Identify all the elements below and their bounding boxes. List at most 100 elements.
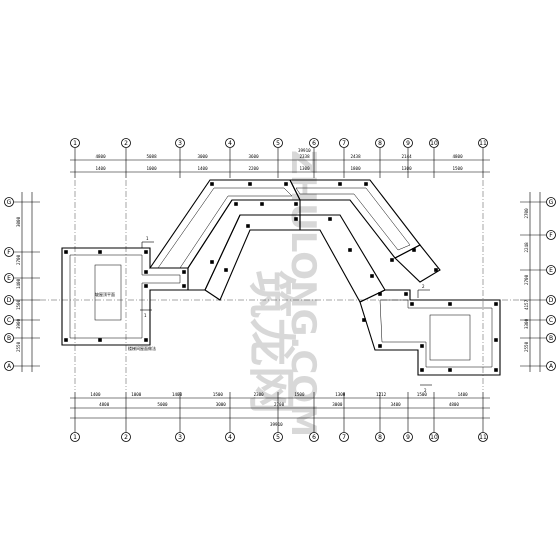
right-axis-bubble-F: F	[546, 230, 556, 240]
column-16	[294, 217, 298, 221]
top-dim-1-3: 3600	[249, 154, 260, 159]
column-7	[144, 284, 148, 288]
top-dim-1-7: 4800	[453, 154, 464, 159]
right-axis-bubble-C-label: C	[549, 317, 553, 324]
bottom-dim-2-8: 1500	[417, 392, 428, 397]
column-19	[224, 268, 228, 272]
right-axis-bubble-E: E	[546, 265, 556, 275]
top-axis-bubble-11-label: 11	[479, 140, 487, 147]
structural-columns	[64, 182, 498, 372]
top-axis-bubble-11: 11	[478, 138, 488, 148]
plan-title: 坡屋顶平面	[95, 291, 115, 297]
top-dim-1-1: 5088	[147, 154, 158, 159]
bottom-axis-bubble-5-label: 5	[276, 434, 280, 441]
left-axis-bubble-B: B	[4, 333, 14, 343]
left-dimension-lines	[21, 192, 33, 372]
section-marker-1: 1 1	[140, 236, 154, 318]
bottom-dim-2-5: 1500	[294, 392, 305, 397]
left-axis-bubble-E: E	[4, 273, 14, 283]
top-axis-bubble-1-label: 1	[73, 140, 77, 147]
column-1	[98, 250, 102, 254]
top-dim-1-4: 2338	[300, 154, 311, 159]
axis-lines	[40, 180, 520, 390]
bottom-axis-bubble-7-label: 7	[342, 434, 346, 441]
left-grid-axes: A B C D E F G	[4, 197, 40, 371]
left-axis-bubble-A-label: A	[7, 363, 12, 370]
left-axis-bubble-G: G	[4, 197, 14, 207]
bottom-total-dim: 39910	[270, 422, 283, 427]
top-axis-bubble-10: 10	[429, 138, 439, 148]
column-21	[364, 182, 368, 186]
section-1-label-top: 1	[146, 236, 149, 241]
top-axis-bubble-6: 6	[309, 138, 319, 148]
left-axis-bubble-F-label: F	[7, 249, 11, 256]
top-dimension-lines	[70, 159, 490, 173]
top-total-dim: 39910	[298, 148, 311, 153]
watermark: 筑龙网 ZHULONG.COM	[243, 150, 323, 437]
top-axis-bubble-7: 7	[339, 138, 349, 148]
column-31	[448, 302, 452, 306]
column-12	[284, 182, 288, 186]
bottom-axis-bubble-5: 5	[273, 432, 283, 442]
column-9	[182, 284, 186, 288]
top-dim-1-2: 3000	[198, 154, 209, 159]
top-axis-bubble-3-label: 3	[178, 140, 182, 147]
column-34	[494, 368, 498, 372]
column-14	[260, 202, 264, 206]
bottom-dim-1-6: 4800	[449, 402, 460, 407]
bottom-axis-bubble-9: 9	[403, 432, 413, 442]
left-axis-bubble-A: A	[4, 361, 14, 371]
column-23	[348, 248, 352, 252]
building-outline	[61, 179, 501, 376]
column-18	[210, 260, 214, 264]
top-dim-2-2: 1400	[198, 166, 209, 171]
column-37	[420, 344, 424, 348]
bottom-dim-1-2: 3000	[216, 402, 227, 407]
column-22	[328, 217, 332, 221]
bottom-dim-2-4: 2300	[254, 392, 265, 397]
right-axis-bubble-D: D	[546, 295, 556, 305]
column-25	[390, 258, 394, 262]
note-label: 楼梯间屋面做法	[128, 345, 156, 351]
column-28	[378, 292, 382, 296]
left-axis-bubble-C: C	[4, 315, 14, 325]
top-axis-bubble-5-label: 5	[276, 140, 280, 147]
column-11	[248, 182, 252, 186]
column-33	[494, 338, 498, 342]
bottom-dim-2-0: 1400	[90, 392, 101, 397]
left-axis-bubble-D-label: D	[7, 297, 12, 304]
bottom-axis-bubble-3: 3	[175, 432, 185, 442]
column-8	[182, 270, 186, 274]
right-dim-3: 2700	[524, 274, 529, 285]
bottom-axis-bubble-11-label: 11	[479, 434, 487, 441]
column-13	[234, 202, 238, 206]
bottom-axis-bubble-8-label: 8	[378, 434, 382, 441]
column-39	[362, 318, 366, 322]
watermark-en: ZHULONG.COM	[283, 150, 323, 437]
column-26	[412, 248, 416, 252]
bottom-axis-bubble-10-label: 10	[430, 434, 438, 441]
left-axis-bubble-B-label: B	[7, 335, 11, 342]
bottom-dim-2-1: 1000	[131, 392, 142, 397]
section-marker-2: 2 2	[417, 284, 432, 393]
bottom-dim-2-9: 1400	[458, 392, 469, 397]
top-axis-bubble-8: 8	[375, 138, 385, 148]
bottom-axis-bubble-3-label: 3	[178, 434, 182, 441]
bottom-axis-bubble-6: 6	[309, 432, 319, 442]
bottom-dim-2-6: 1300	[335, 392, 346, 397]
top-dim-1-0: 4800	[96, 154, 107, 159]
bottom-dim-1-0: 4800	[99, 402, 110, 407]
section-2-label-bottom: 2	[424, 388, 427, 393]
top-axis-bubble-4-label: 4	[228, 140, 232, 147]
right-axis-bubble-D-label: D	[549, 297, 554, 304]
top-dim-2-0: 1400	[96, 166, 107, 171]
top-dim-2-1: 1000	[147, 166, 158, 171]
bottom-dim-1-4: 3000	[332, 402, 343, 407]
bottom-axis-bubble-8: 8	[375, 432, 385, 442]
right-dim-5: 2700	[524, 208, 529, 219]
column-20	[338, 182, 342, 186]
